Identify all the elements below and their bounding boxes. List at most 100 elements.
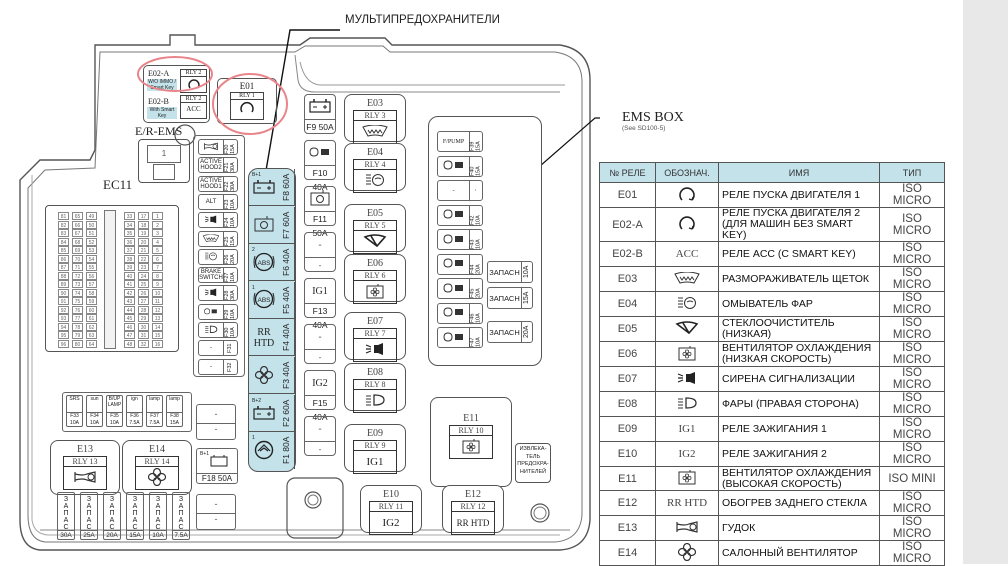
col-header-number: № РЕЛЕ — [599, 162, 656, 183]
fan-icon — [462, 438, 480, 457]
headlamp-icon — [205, 325, 218, 335]
ec11-pin: 41 — [124, 280, 135, 288]
washer-icon — [205, 252, 218, 262]
ec11-pin: 67 — [72, 229, 83, 237]
fuse-f43: F43 10A — [437, 229, 483, 250]
relay-type: ISO MICRO — [879, 266, 945, 292]
ec11-pin: 11 — [152, 297, 163, 305]
engine-icon — [204, 308, 218, 316]
relay-symbol — [655, 207, 719, 242]
relay-number: E04 — [599, 291, 656, 317]
ec11-pin: 32 — [138, 339, 149, 348]
fuse-f40: F40 15A — [437, 155, 483, 177]
relay-number: E08 — [599, 391, 656, 417]
svg-text:ABS: ABS — [257, 297, 271, 304]
ec11-pin: 80 — [72, 339, 83, 348]
washer-icon — [365, 173, 385, 190]
ec11-pin: 81 — [58, 212, 69, 220]
ec11-pin: 58 — [86, 288, 97, 297]
col-header-type: ТИП — [879, 162, 945, 183]
ec11-pin: 55 — [86, 263, 97, 271]
fuse-f31: -F31 — [198, 340, 238, 357]
relay-number: E02-A — [599, 207, 656, 242]
ec11-pin: 17 — [138, 212, 149, 220]
fuse-f9: F9 50A — [304, 94, 336, 134]
er-ems-label: E/R-EMS — [135, 124, 183, 138]
relay-name: РЕЛЕ ЗАЖИГАНИЯ 1 — [718, 416, 880, 442]
ec11-pin: 27 — [138, 297, 149, 305]
relay-symbol — [655, 540, 719, 566]
ec11-pin: 20 — [138, 237, 149, 246]
ec11-pin: 50 — [86, 220, 97, 229]
ec11-pin: 36 — [124, 237, 135, 246]
relay-type: ISO MICRO — [879, 207, 945, 242]
relay-name: САЛОННЫЙ ВЕНТИЛЯТОР — [718, 540, 880, 566]
ec11-pin: 34 — [124, 220, 135, 229]
ec11-pin: 22 — [138, 254, 149, 263]
ec11-pin: 62 — [86, 322, 97, 331]
ec11-center-rail — [104, 210, 116, 349]
ec11-pin: 45 — [124, 314, 135, 322]
relay-number: E14 — [599, 540, 656, 566]
relay-number: E10 — [599, 441, 656, 467]
ec11-pin: 18 — [138, 220, 149, 229]
relay-name: ВЕНТИЛЯТОР ОХЛАЖДЕНИЯ (ВЫСОКАЯ СКОРОСТЬ) — [718, 465, 880, 492]
ec11-pin: 35 — [124, 229, 135, 237]
ec11-pin: 83 — [58, 229, 69, 237]
abs-icon: ABS — [253, 288, 275, 312]
start-icon — [678, 216, 696, 234]
relay-e02a-id: E02-A — [148, 69, 170, 78]
ec11-pin: 93 — [58, 314, 69, 322]
relay-number: E13 — [599, 515, 656, 542]
ec11-pin: 2 — [152, 220, 163, 229]
relay-symbol: RR HTD — [655, 490, 719, 517]
ec11-pin: 75 — [72, 297, 83, 305]
fuse-empty: -- — [304, 232, 336, 272]
fuse-empty: -- — [437, 180, 483, 201]
relay-e01: E01 RLY 1 — [217, 78, 277, 124]
ec11-pin: 40 — [124, 271, 135, 280]
relay-symbol: IG1 — [655, 416, 719, 442]
ec11-pin: 42 — [124, 288, 135, 297]
relay-number: E06 — [599, 341, 656, 367]
horn-icon — [203, 142, 219, 152]
ec11-pin: 72 — [72, 271, 83, 280]
ec11-pin: 24 — [138, 271, 149, 280]
multifuse-label: МУЛЬТИПРЕДОХРАНИТЕЛИ — [345, 14, 500, 26]
relay-name: РАЗМОРАЖИВАТЕЛЬ ЩЕТОК — [718, 266, 880, 292]
ems-box-ref: (See SD100-5) — [622, 125, 666, 132]
fuse-f28: F28 30A — [198, 285, 238, 302]
fuse-f26: F26 20A — [198, 248, 238, 265]
relay-name: СИРЕНА СИГНАЛИЗАЦИИ — [718, 366, 880, 392]
ec11-pin: 3 — [152, 229, 163, 237]
ec11-pin: 28 — [138, 305, 149, 314]
fuse-empty: -- — [196, 404, 236, 440]
ec11-pin: 87 — [58, 263, 69, 271]
headlamp-icon — [677, 396, 697, 413]
headlamp-icon — [365, 393, 385, 410]
relay-number: E07 — [599, 366, 656, 392]
relay-type: ISO MICRO — [879, 515, 945, 542]
relay-name: РЕЛЕ ACC (С SMART KEY) — [718, 241, 880, 267]
ec11-pin: 10 — [152, 288, 163, 297]
